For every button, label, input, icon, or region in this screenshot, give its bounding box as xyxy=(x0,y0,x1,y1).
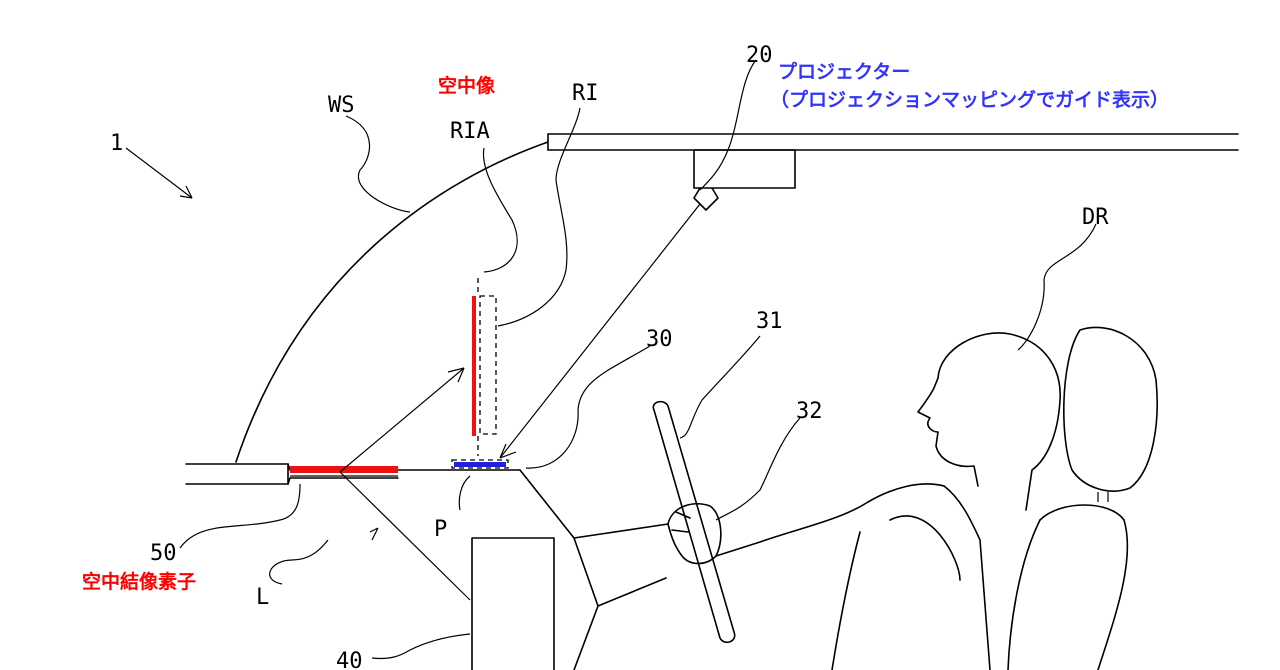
fig-number-label: 1 xyxy=(110,131,123,156)
windshield-label: WS xyxy=(328,93,355,118)
element-ref-label: 50 xyxy=(150,541,177,566)
aerial-image-annotation: 空中像 xyxy=(438,74,496,97)
aerial-image xyxy=(472,278,497,456)
windshield-line xyxy=(235,141,549,463)
dashboard-ref-label: 30 xyxy=(646,327,673,352)
leader-lines xyxy=(125,59,1097,660)
driver-seat xyxy=(1007,326,1158,670)
steering-wheel xyxy=(652,400,736,644)
projector-ref-label: 20 xyxy=(746,43,773,68)
driver-figure xyxy=(715,332,1061,670)
dashboard-body xyxy=(519,469,669,670)
mapping-point xyxy=(451,459,509,469)
driver-hand xyxy=(667,502,722,565)
real-image-label: RI xyxy=(572,81,599,106)
aerial-image-label: RIA xyxy=(450,119,490,144)
steering-ref-label: 31 xyxy=(756,309,783,334)
box-ref-label: 40 xyxy=(336,649,363,670)
point-p-label: P xyxy=(434,517,447,542)
roof-panel xyxy=(547,133,1239,151)
hand-ref-label: 32 xyxy=(796,399,823,424)
aerial-imaging-element xyxy=(290,466,398,477)
light-l-label: L xyxy=(256,585,269,610)
element-annotation: 空中結像素子 xyxy=(82,570,196,593)
projector-note-annotation: （プロジェクションマッピングでガイド表示） xyxy=(770,88,1169,111)
driver-label: DR xyxy=(1082,205,1109,230)
projector xyxy=(499,149,796,459)
device-box xyxy=(471,537,555,670)
projector-annotation: プロジェクター xyxy=(778,60,910,83)
light-rays xyxy=(339,367,471,601)
